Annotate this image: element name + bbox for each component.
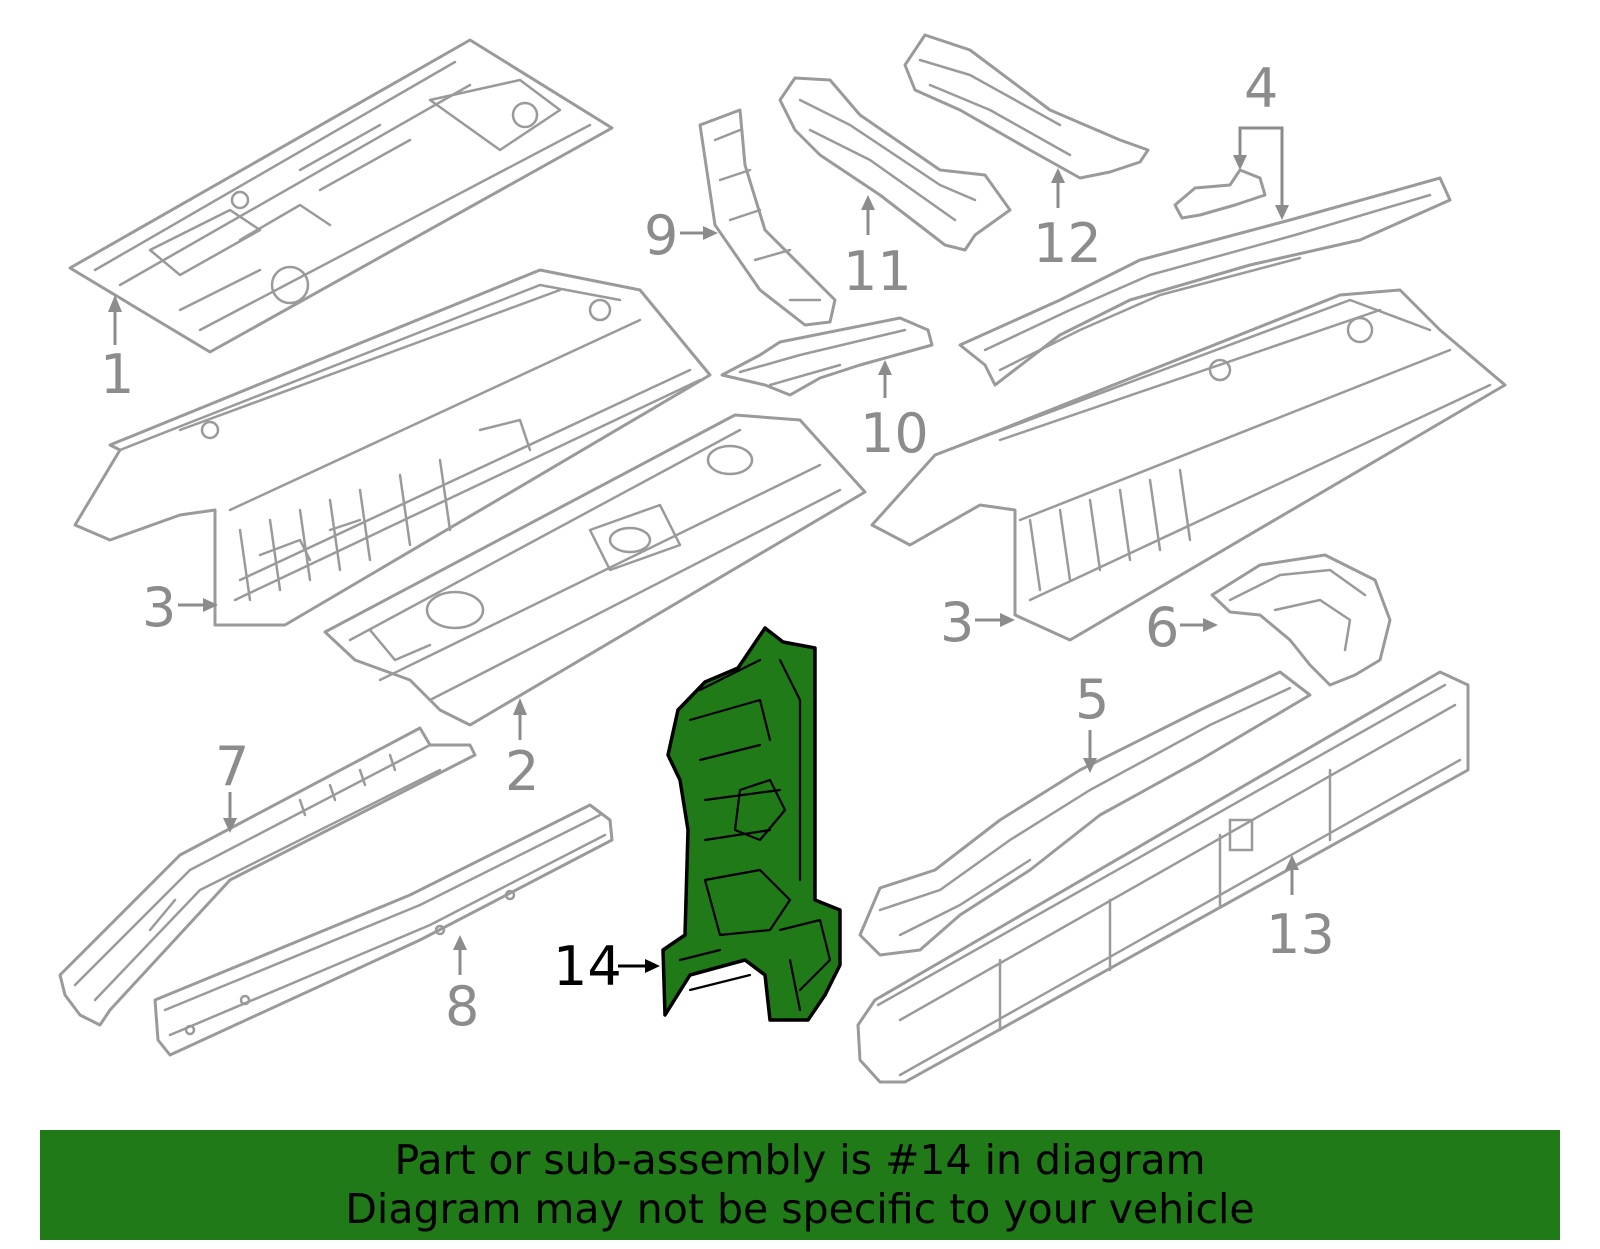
callout-label-1: 1 xyxy=(100,343,134,406)
callout-3b: 3 xyxy=(940,591,1015,654)
callout-5: 5 xyxy=(1075,668,1109,773)
part-7-rail[interactable] xyxy=(58,726,477,1027)
part-9-reinforcement[interactable] xyxy=(698,108,837,327)
callout-10: 10 xyxy=(860,360,929,465)
part-14-b-pillar-highlighted[interactable] xyxy=(661,626,842,1022)
callout-label-4: 4 xyxy=(1244,57,1278,120)
part-10-bracket[interactable] xyxy=(720,316,934,397)
callout-11: 11 xyxy=(843,195,912,303)
callout-label-11: 11 xyxy=(843,240,912,303)
callout-3a: 3 xyxy=(142,576,218,639)
part-1-floor-pan[interactable] xyxy=(68,38,614,354)
callout-label-8: 8 xyxy=(445,975,479,1038)
callout-8: 8 xyxy=(445,935,479,1038)
callout-label-13: 13 xyxy=(1266,903,1335,966)
callout-label-9: 9 xyxy=(644,204,678,267)
banner-line-2: Diagram may not be specific to your vehi… xyxy=(345,1185,1255,1233)
callout-13: 13 xyxy=(1266,855,1335,966)
part-12-crossmember[interactable] xyxy=(903,33,1150,180)
part-6-wheelhouse[interactable] xyxy=(1210,553,1392,687)
part-8-rocker[interactable] xyxy=(153,803,614,1057)
info-banner: Part or sub-assembly is #14 in diagram D… xyxy=(40,1130,1560,1240)
callout-label-3b: 3 xyxy=(940,591,974,654)
callout-9: 9 xyxy=(644,204,718,267)
callout-label-6: 6 xyxy=(1145,596,1179,659)
part-13-side-member[interactable] xyxy=(856,670,1470,1084)
callout-label-12: 12 xyxy=(1033,212,1102,275)
part-3-floor-assembly-right[interactable] xyxy=(870,288,1507,642)
callout-2: 2 xyxy=(505,698,539,803)
callout-label-3a: 3 xyxy=(142,576,176,639)
callout-label-5: 5 xyxy=(1075,668,1109,731)
callout-12: 12 xyxy=(1033,168,1102,275)
callout-label-2: 2 xyxy=(505,740,539,803)
callout-label-7: 7 xyxy=(215,735,249,798)
callout-label-14: 14 xyxy=(553,935,622,998)
banner-line-1: Part or sub-assembly is #14 in diagram xyxy=(394,1136,1206,1184)
callout-14-highlighted: 14 xyxy=(553,935,660,998)
part-4-member[interactable] xyxy=(958,168,1452,387)
callout-6: 6 xyxy=(1145,596,1218,659)
part-5-rear-rail[interactable] xyxy=(858,670,1312,957)
callout-7: 7 xyxy=(215,735,249,833)
callout-1: 1 xyxy=(100,295,134,406)
part-11-crossmember[interactable] xyxy=(778,76,1012,252)
part-2-rear-floor-pan[interactable] xyxy=(323,413,867,727)
part-3-floor-assembly-left[interactable] xyxy=(73,268,712,627)
callout-4: 4 xyxy=(1233,57,1289,220)
callout-label-10: 10 xyxy=(860,402,929,465)
